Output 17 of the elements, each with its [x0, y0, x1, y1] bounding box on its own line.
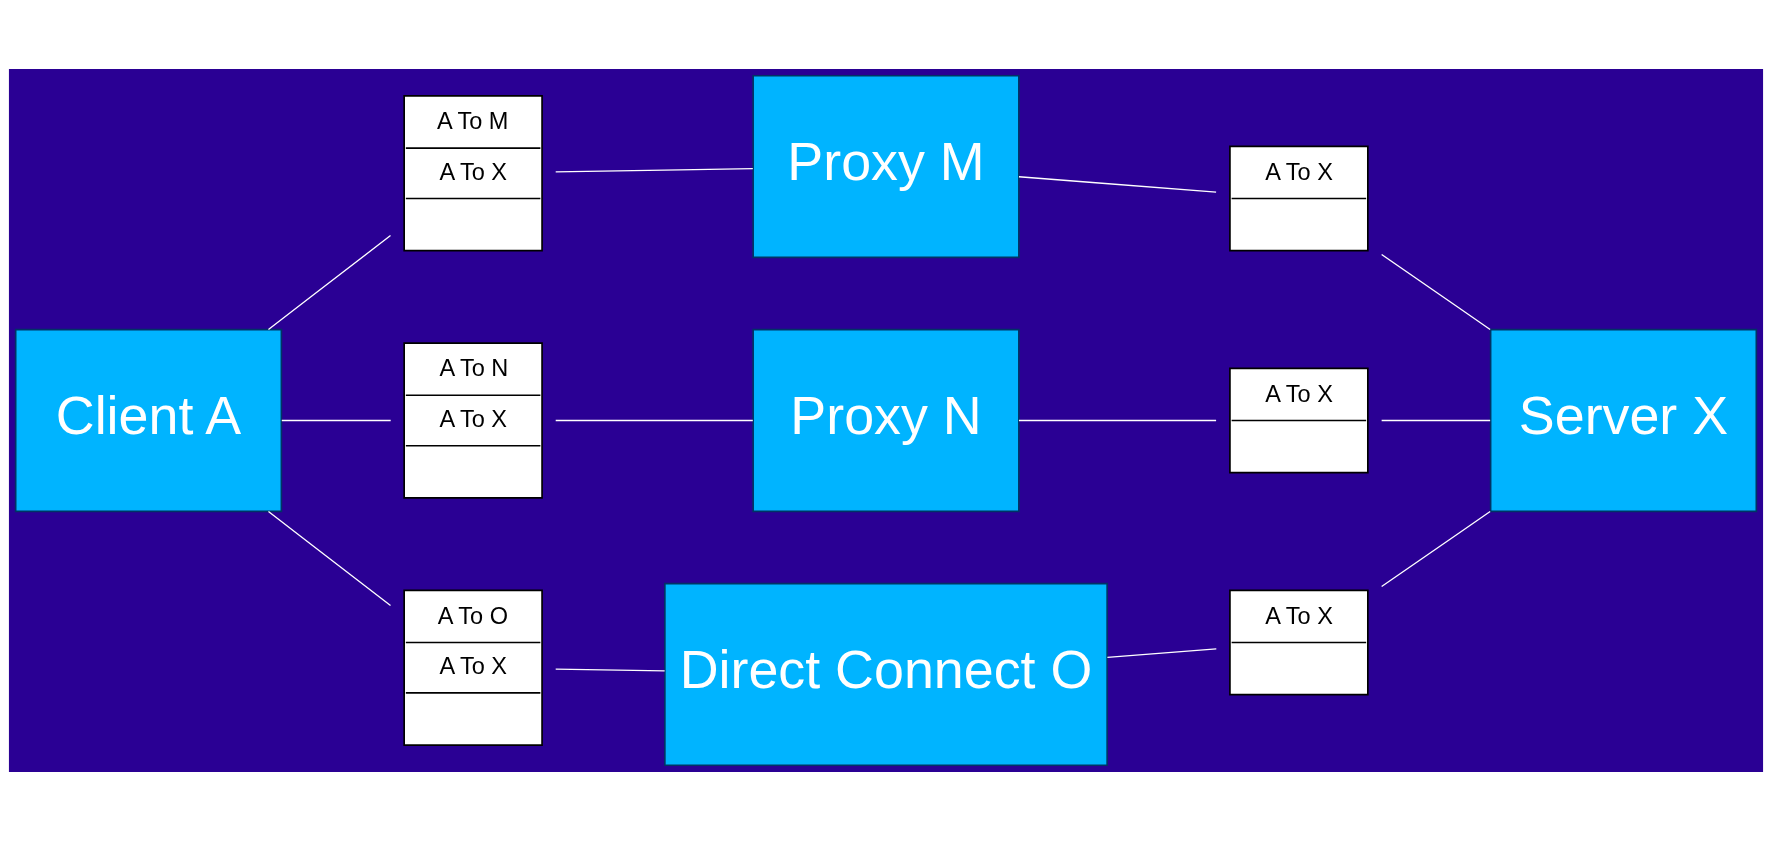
node-box: Proxy M [752, 74, 1020, 259]
connector [1380, 419, 1491, 422]
connector [1380, 510, 1491, 588]
node-box: Direct Connect O [664, 582, 1108, 767]
node-box: Client A [14, 328, 283, 513]
connector [555, 168, 754, 173]
node-box: Server X [1489, 328, 1758, 513]
connector [1018, 419, 1217, 422]
connector [1018, 176, 1217, 193]
connector [281, 419, 392, 422]
connector [1380, 253, 1491, 331]
connector [1106, 648, 1217, 658]
node-box: Proxy N [752, 328, 1020, 513]
connector [555, 668, 666, 672]
connector [555, 419, 754, 422]
connector [267, 234, 392, 331]
connector [267, 510, 392, 607]
